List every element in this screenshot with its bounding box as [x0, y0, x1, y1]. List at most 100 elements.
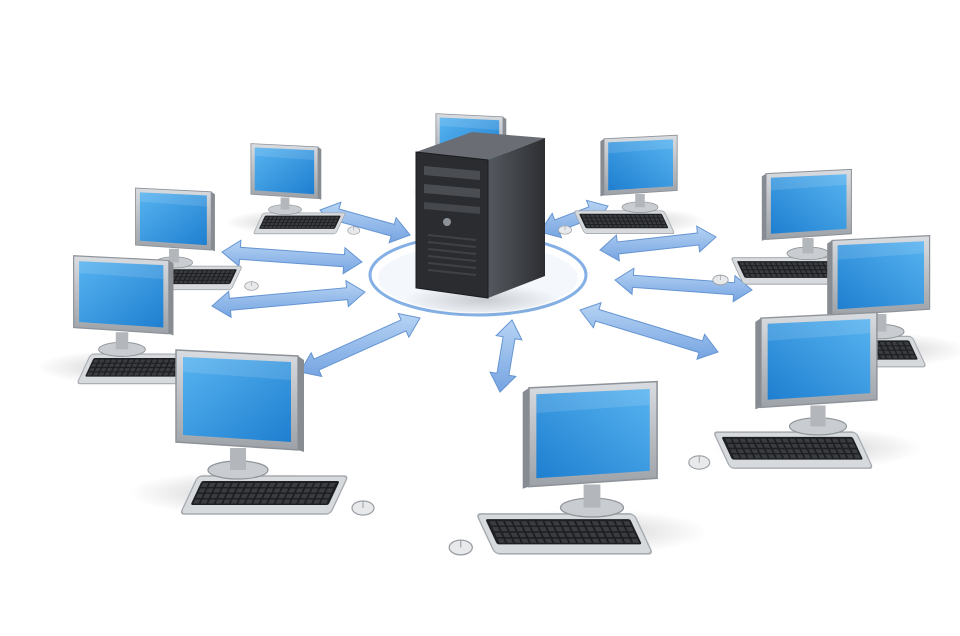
key [801, 449, 809, 454]
power-button [443, 218, 451, 226]
key [265, 222, 270, 226]
key [323, 222, 328, 226]
key [793, 266, 800, 270]
key [211, 270, 216, 273]
key [245, 483, 254, 487]
key [615, 521, 624, 526]
key [112, 368, 119, 372]
key [139, 372, 146, 376]
key [901, 350, 908, 355]
key [297, 225, 302, 229]
key [118, 368, 125, 372]
key [510, 532, 519, 537]
key [767, 266, 773, 270]
drive-bay-1 [424, 166, 480, 180]
key [618, 527, 626, 532]
keyboard [180, 475, 348, 515]
server-tower [404, 132, 560, 316]
key [223, 483, 231, 487]
key [492, 527, 500, 532]
key [220, 488, 229, 493]
key [817, 454, 825, 459]
key [175, 277, 181, 280]
key [289, 216, 294, 219]
key [274, 222, 279, 226]
key [206, 280, 212, 284]
key [641, 218, 646, 221]
key [96, 363, 103, 367]
key [323, 494, 331, 498]
key [263, 494, 271, 498]
key [172, 273, 178, 277]
key [139, 359, 146, 363]
key [507, 527, 516, 532]
key [297, 216, 302, 219]
key [534, 532, 542, 537]
key [131, 363, 138, 367]
key [177, 273, 182, 277]
key [318, 216, 323, 219]
key [547, 527, 555, 532]
key [771, 274, 777, 277]
key [750, 274, 756, 277]
key [276, 225, 281, 229]
key [615, 538, 624, 543]
screen-glare [254, 147, 315, 161]
key [893, 346, 900, 350]
key [783, 266, 789, 270]
key [798, 443, 806, 448]
key [789, 438, 797, 443]
key [839, 438, 847, 443]
key [531, 527, 540, 532]
key [638, 221, 643, 225]
key [98, 359, 105, 363]
key [289, 225, 294, 229]
workstation-10 [448, 380, 708, 556]
key [573, 532, 582, 537]
key [807, 274, 814, 277]
key [191, 273, 196, 277]
monitor-edge [522, 387, 529, 489]
key [588, 221, 594, 225]
key [623, 218, 628, 221]
key [808, 449, 816, 454]
key [590, 224, 595, 228]
key [300, 494, 309, 498]
keyboard [731, 257, 848, 285]
key [285, 216, 290, 219]
key [611, 221, 616, 225]
key [627, 218, 633, 221]
key [312, 219, 317, 222]
key [877, 350, 884, 355]
key [775, 454, 783, 459]
monitor-edge [318, 146, 322, 200]
key [772, 449, 780, 454]
double-arrow-4 [299, 312, 421, 378]
key [750, 262, 756, 266]
key [591, 538, 600, 543]
key [645, 218, 651, 221]
key [620, 532, 629, 537]
server-top [416, 132, 545, 160]
key [851, 449, 859, 454]
key [298, 499, 306, 504]
key [744, 449, 752, 454]
key [758, 270, 765, 273]
key [594, 224, 600, 228]
monitor-screen [767, 319, 871, 400]
key [804, 266, 810, 270]
key [290, 222, 295, 226]
key [298, 222, 303, 226]
key [94, 368, 101, 372]
key [100, 368, 107, 372]
key [165, 368, 171, 372]
key [602, 221, 607, 225]
monitor-edge [761, 173, 766, 241]
key [782, 454, 790, 459]
key [513, 538, 521, 543]
key [215, 280, 221, 284]
key [782, 438, 790, 443]
key [298, 483, 306, 487]
key [805, 443, 813, 448]
